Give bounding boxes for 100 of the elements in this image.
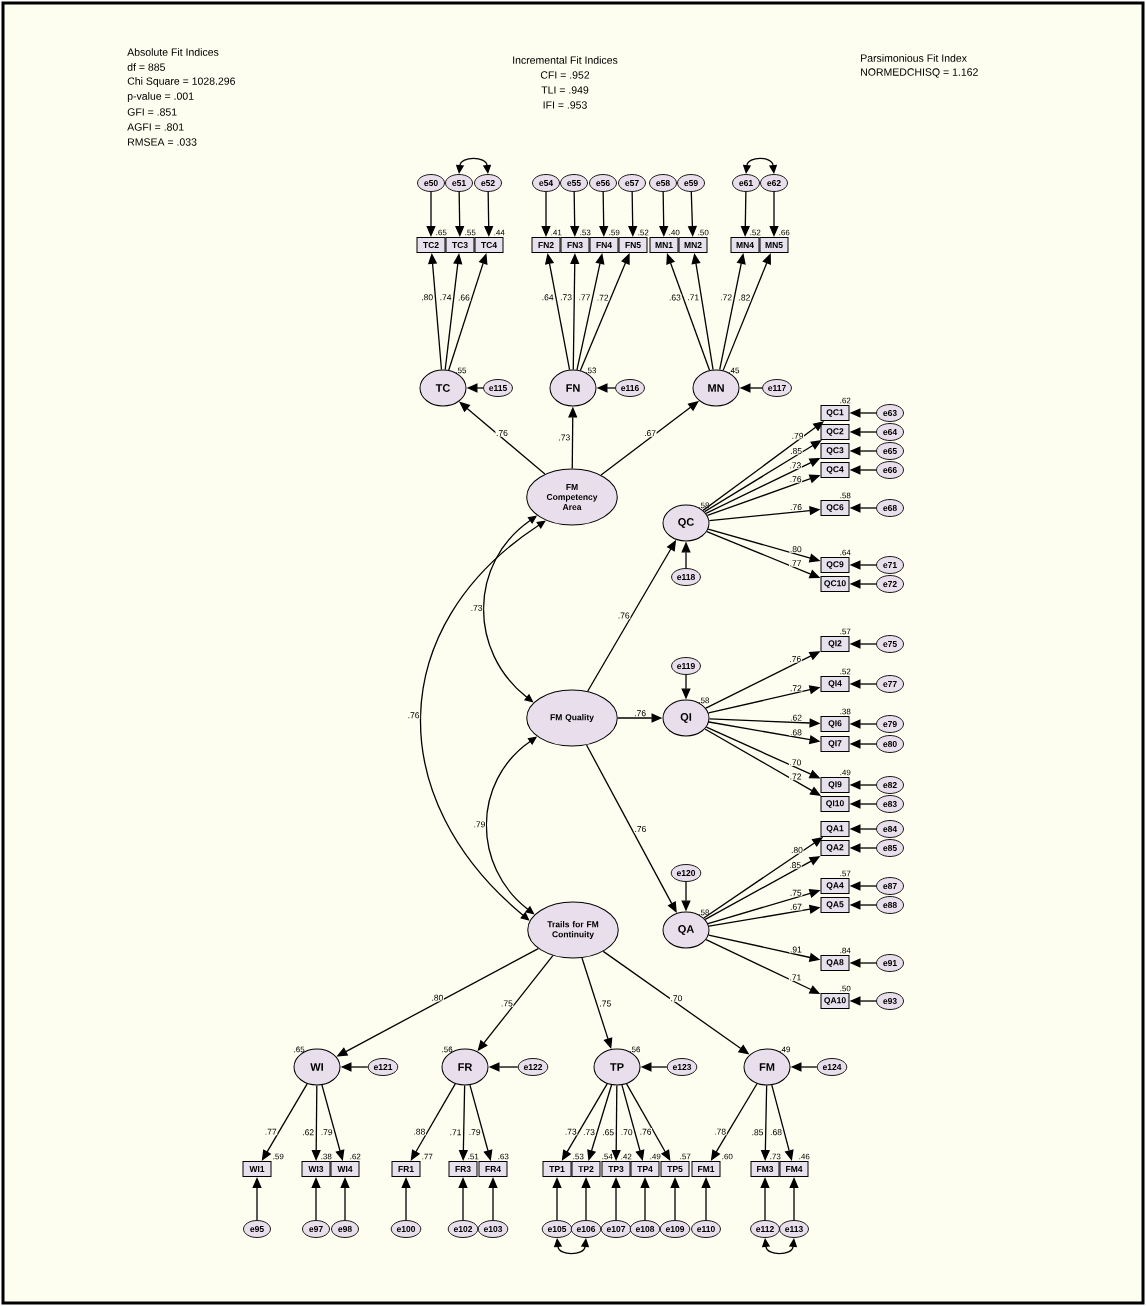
path-coefficient: .73 — [557, 433, 571, 442]
observed-variable-box: QA1 — [820, 821, 850, 837]
observed-variable-box: FR3 — [448, 1161, 478, 1177]
path-coefficient: .71 — [788, 973, 802, 981]
observed-variable-box: QC10 — [820, 576, 850, 592]
r-squared-value: .57 — [680, 1153, 691, 1160]
fit-index-text: NORMEDCHISQ = 1.162 — [861, 68, 978, 78]
observed-variable-box: MN2 — [678, 237, 708, 253]
path-coefficient: .76 — [617, 611, 631, 620]
observed-variable-box: WI1 — [242, 1161, 272, 1177]
path-coefficient: .67 — [643, 429, 657, 437]
covariance-arrow — [419, 520, 546, 921]
path-coefficient: .79 — [468, 1128, 482, 1136]
fit-index-text: p-value = .001 — [127, 92, 194, 102]
r-squared-value: .53 — [573, 1153, 584, 1160]
path-coefficient: .65 — [601, 1128, 615, 1136]
path-coefficient: .68 — [789, 728, 803, 736]
r-squared-value: .64 — [840, 549, 851, 556]
path-coefficient: .85 — [789, 447, 803, 455]
observed-variable-box: QA5 — [820, 897, 850, 913]
observed-variable-box: QC3 — [820, 443, 850, 459]
fit-index-text: Parsimonious Fit Index — [861, 54, 967, 62]
path-coefficient: .79 — [320, 1128, 334, 1136]
path-coefficient: .76 — [633, 825, 647, 833]
path-coefficient: .73 — [470, 604, 484, 612]
path-coefficient: .72 — [789, 772, 803, 781]
fit-index-text: CFI = .952 — [540, 71, 590, 79]
observed-variable-box: TP1 — [542, 1161, 572, 1177]
path-coefficient: .79 — [791, 432, 805, 440]
r-squared-value: .66 — [779, 229, 790, 236]
path-coefficient: .76 — [789, 475, 803, 483]
path-coefficient: .62 — [301, 1128, 315, 1136]
observed-variable-box: FM1 — [691, 1161, 721, 1177]
r-squared-value: .46 — [799, 1153, 810, 1160]
observed-variable-box: QI4 — [820, 676, 850, 692]
r-squared-value: .38 — [321, 1153, 332, 1160]
observed-variable-box: TP5 — [660, 1161, 690, 1177]
r-squared-value: .53 — [580, 229, 591, 236]
path-coefficient: .73 — [559, 293, 573, 301]
path-coefficient: .70 — [669, 994, 683, 1002]
observed-variable-box: QC4 — [820, 462, 850, 478]
r-squared-value: .52 — [638, 229, 649, 236]
r-squared-value: .58 — [699, 697, 710, 704]
path-coefficient: .82 — [737, 294, 751, 302]
fit-index-text: IFI = .953 — [543, 101, 587, 109]
path-arrow — [666, 253, 711, 371]
r-squared-value: .59 — [273, 1153, 284, 1160]
r-squared-value: .58 — [699, 909, 710, 916]
fit-index-text: GFI = .851 — [127, 108, 177, 116]
r-squared-value: .62 — [840, 397, 851, 404]
observed-variable-box: QC6 — [820, 500, 850, 516]
fit-index-text: RMSEA = .033 — [128, 138, 197, 146]
observed-variable-box: TP3 — [601, 1161, 631, 1177]
observed-variable-box: QI10 — [820, 796, 850, 812]
observed-variable-box: MN5 — [759, 237, 789, 253]
r-squared-value: .58 — [840, 492, 851, 499]
r-squared-value: .65 — [294, 1046, 305, 1053]
fit-index-text: Incremental Fit Indices — [513, 56, 618, 64]
path-coefficient: .76 — [633, 709, 647, 717]
path-coefficient: .72 — [789, 684, 803, 692]
observed-variable-box: TP2 — [571, 1161, 601, 1177]
path-coefficient: .66 — [457, 293, 471, 302]
r-squared-value: .55 — [465, 229, 476, 236]
observed-variable-box: WI4 — [330, 1161, 360, 1177]
r-squared-value: .62 — [350, 1153, 361, 1160]
r-squared-value: .44 — [494, 229, 505, 236]
fit-index-text: df = 885 — [127, 63, 165, 71]
r-squared-value: .57 — [840, 870, 851, 877]
fit-index-text: Absolute Fit Indices — [127, 48, 219, 56]
observed-variable-box: QC1 — [820, 405, 850, 421]
observed-variable-box: FR4 — [478, 1161, 508, 1177]
observed-variable-box: MN1 — [649, 237, 679, 253]
r-squared-value: .41 — [551, 229, 562, 236]
path-coefficient: .77 — [264, 1128, 278, 1136]
r-squared-value: .40 — [669, 229, 680, 236]
r-squared-value: .56 — [442, 1046, 453, 1053]
path-coefficient: .73 — [788, 461, 802, 469]
observed-variable-box: FN2 — [531, 237, 561, 253]
r-squared-value: .49 — [840, 769, 851, 776]
r-squared-value: .77 — [422, 1153, 433, 1160]
observed-variable-box: TC3 — [445, 237, 475, 253]
path-coefficient: .76 — [407, 711, 421, 719]
path-coefficient: .80 — [430, 994, 444, 1002]
path-coefficient: .72 — [596, 294, 610, 302]
path-coefficient: .77 — [789, 559, 802, 567]
r-squared-value: .52 — [840, 668, 851, 675]
r-squared-value: .52 — [750, 229, 761, 236]
path-coefficient: .76 — [788, 655, 802, 663]
observed-variable-box: TP4 — [630, 1161, 660, 1177]
r-squared-value: .63 — [498, 1153, 509, 1160]
path-coefficient: .67 — [789, 903, 803, 911]
path-coefficient: .76 — [639, 1128, 653, 1136]
path-arrow — [722, 253, 771, 372]
r-squared-value: .49 — [780, 1046, 791, 1053]
path-coefficient: .79 — [472, 820, 486, 828]
r-squared-value: .60 — [722, 1153, 733, 1160]
r-squared-value: .55 — [456, 367, 467, 374]
r-squared-value: .42 — [621, 1153, 632, 1160]
r-squared-value: .49 — [650, 1153, 661, 1160]
observed-variable-box: QC2 — [820, 424, 850, 440]
